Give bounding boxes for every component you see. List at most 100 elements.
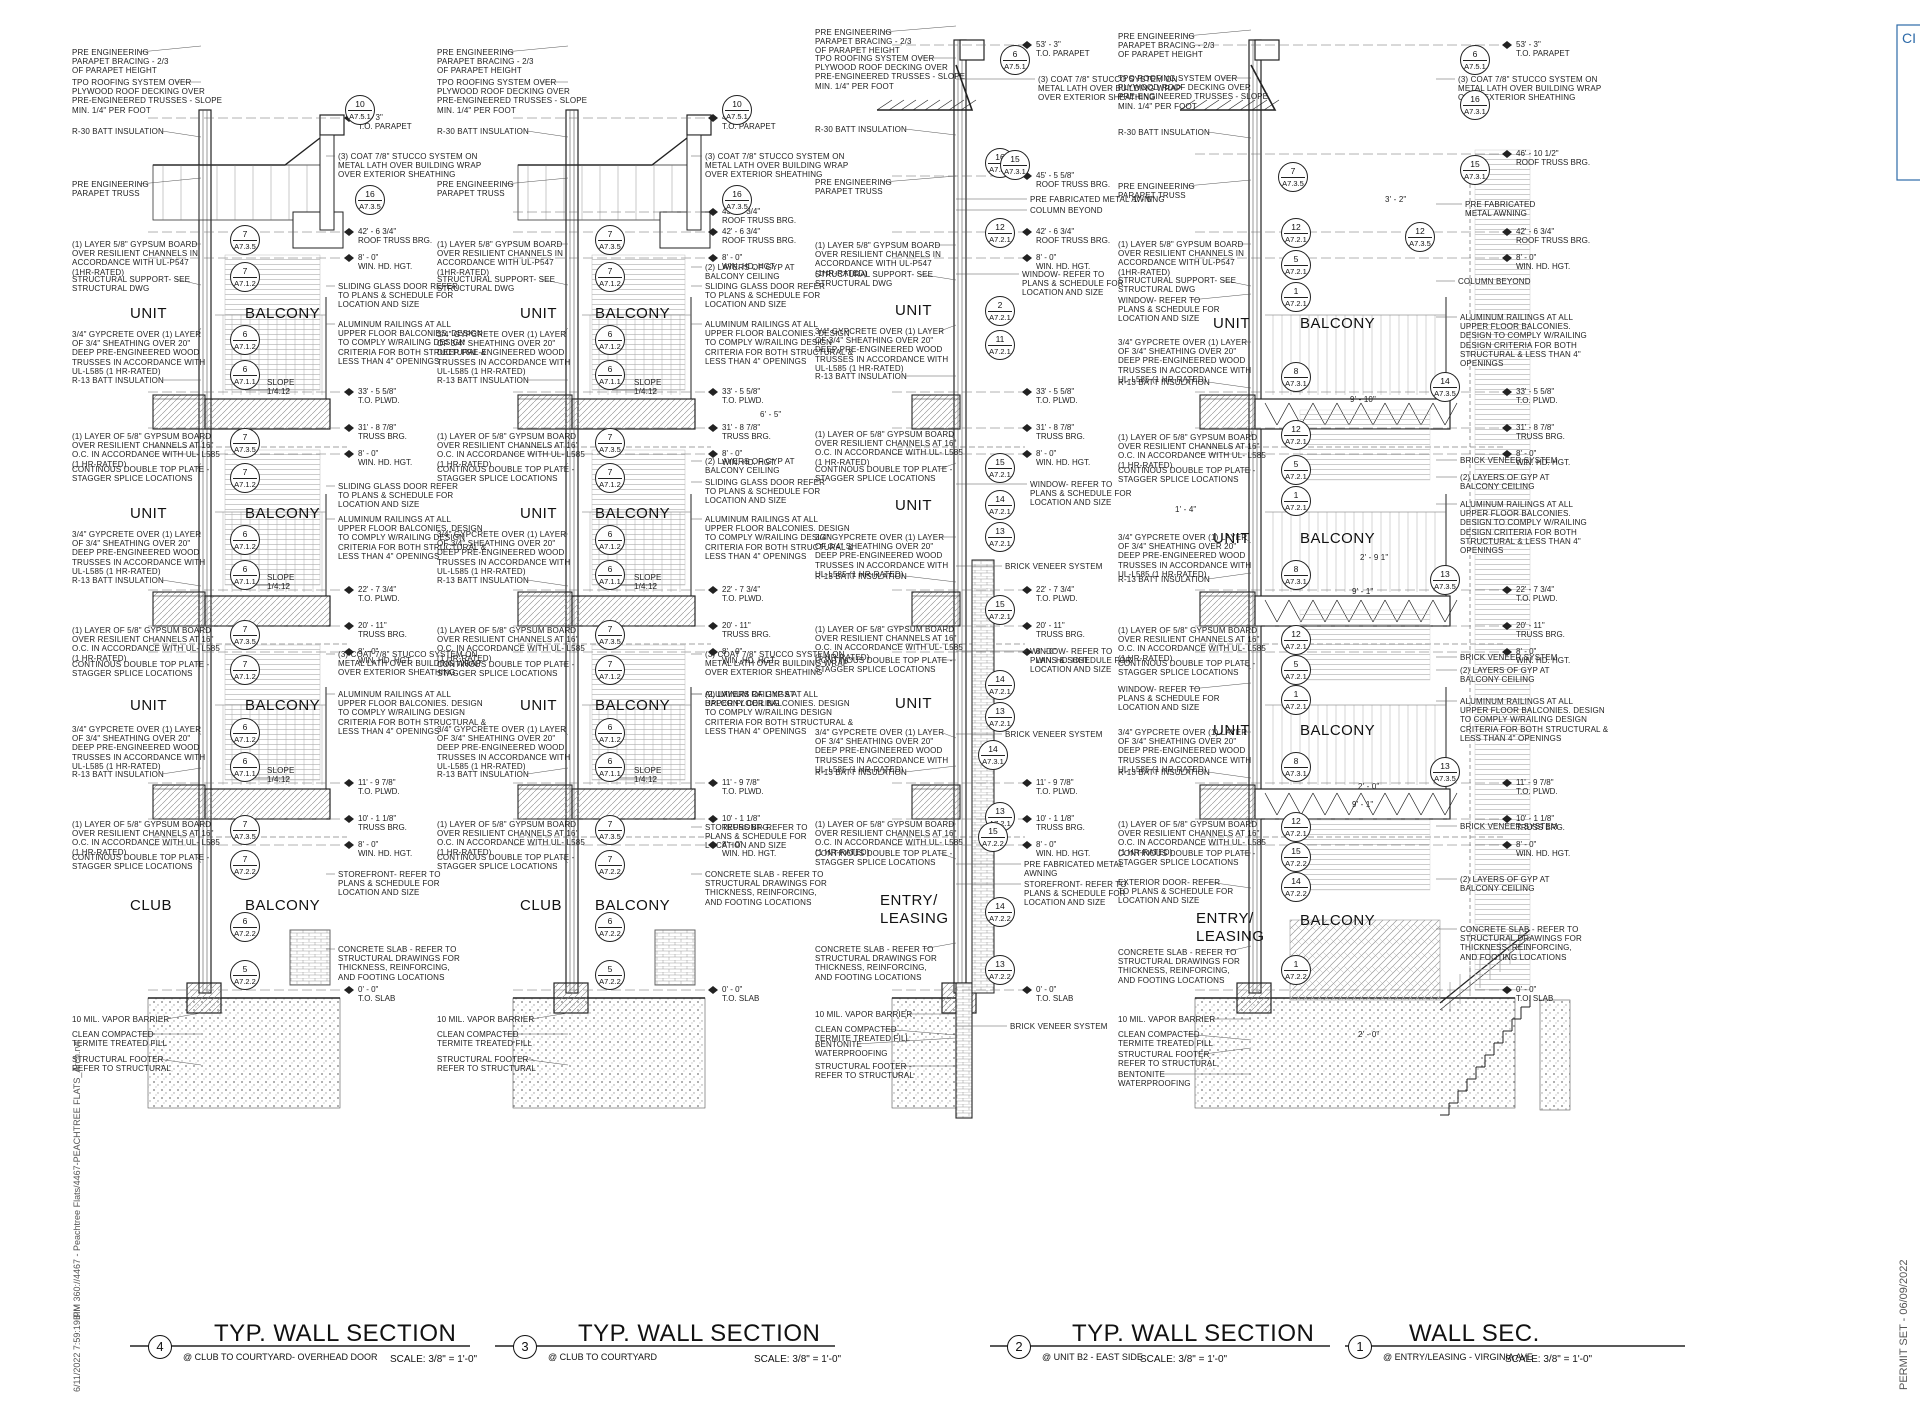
elevation-label: 0' - 0" T.O. SLAB bbox=[722, 985, 760, 1003]
note-callout: BRICK VENEER SYSTEM bbox=[1010, 1022, 1108, 1031]
note-callout: BRICK VENEER SYSTEM bbox=[1005, 730, 1103, 739]
elevation-marker bbox=[344, 388, 354, 396]
elevation-label: 20' - 11" TRUSS BRG. bbox=[1036, 621, 1085, 639]
detail-number: 10 bbox=[355, 99, 365, 109]
balcony-slab bbox=[204, 788, 331, 820]
elevation-label: 10' - 1 1/8" TRUSS BRG. bbox=[722, 814, 771, 832]
elevation-marker bbox=[344, 228, 354, 236]
sheet-number: A7.3.1 bbox=[1004, 167, 1026, 176]
note-callout: ALUMINUM RAILINGS AT ALL UPPER FLOOR BAL… bbox=[338, 690, 487, 736]
section-number-bubble: 2 bbox=[1007, 1335, 1031, 1359]
sheet-number: A7.1.1 bbox=[234, 769, 256, 778]
file-path-label: BIM 360://4467 - Peachtree Flats/4467-PE… bbox=[72, 1041, 82, 1320]
note-callout: (3) COAT 7/8" STUCCO SYSTEM ON METAL LAT… bbox=[1038, 75, 1182, 103]
note-callout: (3) COAT 7/8" STUCCO SYSTEM ON METAL LAT… bbox=[338, 650, 482, 678]
note-callout: (2) LAYERS OF GYP AT BALCONY CEILING bbox=[1460, 473, 1550, 492]
sheet-number: A7.2.1 bbox=[1285, 829, 1307, 838]
termite-treated-fill bbox=[512, 997, 706, 1109]
elevation-marker bbox=[1022, 622, 1032, 630]
sheet-number: A7.2.2 bbox=[234, 867, 256, 876]
note-callout: PRE ENGINEERING PARAPET BRACING - 2/3 OF… bbox=[815, 28, 912, 56]
elevation-label: 11' - 9 7/8" T.O. PLWD. bbox=[722, 778, 764, 796]
note-callout: 3/4" GYPCRETE OVER (1) LAYER OF 3/4" SHE… bbox=[1118, 338, 1252, 384]
sheet-number: A7.1.2 bbox=[234, 279, 256, 288]
detail-number: 1 bbox=[1293, 490, 1299, 500]
room-label: UNIT bbox=[130, 505, 167, 522]
detail-number: 6 bbox=[607, 364, 613, 374]
note-callout: R-13 BATT INSULATION bbox=[437, 376, 529, 385]
detail-number: 8 bbox=[1293, 756, 1299, 766]
site-fill bbox=[1539, 999, 1571, 1111]
elevation-marker bbox=[1502, 228, 1512, 236]
parapet-wall bbox=[686, 134, 702, 231]
elevation-marker bbox=[344, 815, 354, 823]
sheet-number: A7.3.5 bbox=[1409, 239, 1431, 248]
sheet-number: A7.3.5 bbox=[359, 202, 381, 211]
elevation-label: 8' - 0" WIN. HD. HGT. bbox=[722, 449, 777, 467]
elevation-marker bbox=[708, 114, 718, 122]
room-label: CLUB bbox=[520, 897, 563, 914]
detail-number: 6 bbox=[242, 722, 248, 732]
room-label: UNIT bbox=[895, 302, 932, 319]
detail-number: 6 bbox=[242, 529, 248, 539]
slope-label: SLOPE 1/4:12 bbox=[634, 573, 662, 592]
sheet-number: A7.2.1 bbox=[989, 612, 1011, 621]
elevation-label: 11' - 9 7/8" T.O. PLWD. bbox=[1036, 778, 1078, 796]
elevation-marker bbox=[708, 815, 718, 823]
sheet-number: A7.2.2 bbox=[989, 914, 1011, 923]
note-callout: STRUCTURAL SUPPORT- SEE STRUCTURAL DWG bbox=[815, 270, 934, 289]
elevation-marker bbox=[1502, 648, 1512, 656]
dimension-label: 3' - 2" bbox=[1385, 195, 1407, 204]
note-callout: (1) LAYER 5/8" GYPSUM BOARD OVER RESILIE… bbox=[1118, 240, 1245, 277]
note-callout: TPO ROOFING SYSTEM OVER PLYWOOD ROOF DEC… bbox=[1118, 74, 1269, 111]
sheet-number: A7.2.2 bbox=[989, 972, 1011, 981]
note-callout: STRUCTURAL FOOTER - REFER TO STRUCTURAL bbox=[437, 1055, 537, 1074]
note-callout: (1) LAYER OF 5/8" GYPSUM BOARD OVER RESI… bbox=[815, 625, 963, 662]
note-callout: 3/4" GYPCRETE OVER (1) LAYER OF 3/4" SHE… bbox=[1118, 728, 1252, 774]
section-scale: SCALE: 3/8" = 1'-0" bbox=[1140, 1354, 1228, 1365]
note-callout: 3/4" GYPCRETE OVER (1) LAYER OF 3/4" SHE… bbox=[815, 728, 949, 774]
sheet-number: A7.3.5 bbox=[599, 242, 621, 251]
note-callout: 3/4" GYPCRETE OVER (1) LAYER OF 3/4" SHE… bbox=[437, 530, 571, 576]
sheet-number: A7.2.2 bbox=[234, 977, 256, 986]
sheet-number: A7.2.1 bbox=[1285, 437, 1307, 446]
note-callout: TPO ROOFING SYSTEM OVER PLYWOOD ROOF DEC… bbox=[815, 54, 966, 91]
termite-treated-fill bbox=[147, 997, 341, 1109]
elevation-label: 53' - 3" T.O. PARAPET bbox=[1516, 40, 1570, 58]
sheet-number: A7.2.1 bbox=[989, 313, 1011, 322]
slope-label: SLOPE 1/4:12 bbox=[267, 378, 295, 397]
sheet-number: A7.3.5 bbox=[234, 832, 256, 841]
elevation-marker bbox=[1022, 841, 1032, 849]
elevation-label: 31' - 8 7/8" TRUSS BRG. bbox=[1516, 423, 1565, 441]
elevation-label: 33' - 5 5/8" T.O. PLWD. bbox=[1516, 387, 1558, 405]
dimension-label: 9' - 10" bbox=[1350, 395, 1377, 404]
detail-number: 14 bbox=[995, 494, 1005, 504]
elevation-label: 8' - 0" WIN. HD. HGT. bbox=[358, 449, 413, 467]
balcony-slab bbox=[204, 398, 331, 430]
sheet-number: A7.3.1 bbox=[982, 757, 1004, 766]
room-label: UNIT bbox=[130, 305, 167, 322]
note-callout: (1) LAYER 5/8" GYPSUM BOARD OVER RESILIE… bbox=[437, 240, 564, 277]
note-callout: STRUCTURAL SUPPORT- SEE STRUCTURAL DWG bbox=[1118, 276, 1237, 295]
elevation-marker bbox=[708, 648, 718, 656]
note-callout: STOREFRONT- REFER TO PLANS & SCHEDULE FO… bbox=[338, 870, 441, 898]
section-title: TYP. WALL SECTION bbox=[1072, 1320, 1315, 1347]
detail-number: 12 bbox=[995, 222, 1005, 232]
elevation-marker bbox=[708, 450, 718, 458]
note-callout: WINDOW- REFER TO PLANS & SCHEDULE FOR LO… bbox=[1022, 270, 1124, 298]
note-callout: WINDOW- REFER TO PLANS & SCHEDULE FOR LO… bbox=[1030, 647, 1132, 675]
sheet-number: A7.3.5 bbox=[599, 637, 621, 646]
note-callout: STRUCTURAL SUPPORT- SEE STRUCTURAL DWG bbox=[72, 275, 191, 294]
elevation-marker bbox=[708, 841, 718, 849]
sheet-number: A7.2.2 bbox=[982, 839, 1004, 848]
